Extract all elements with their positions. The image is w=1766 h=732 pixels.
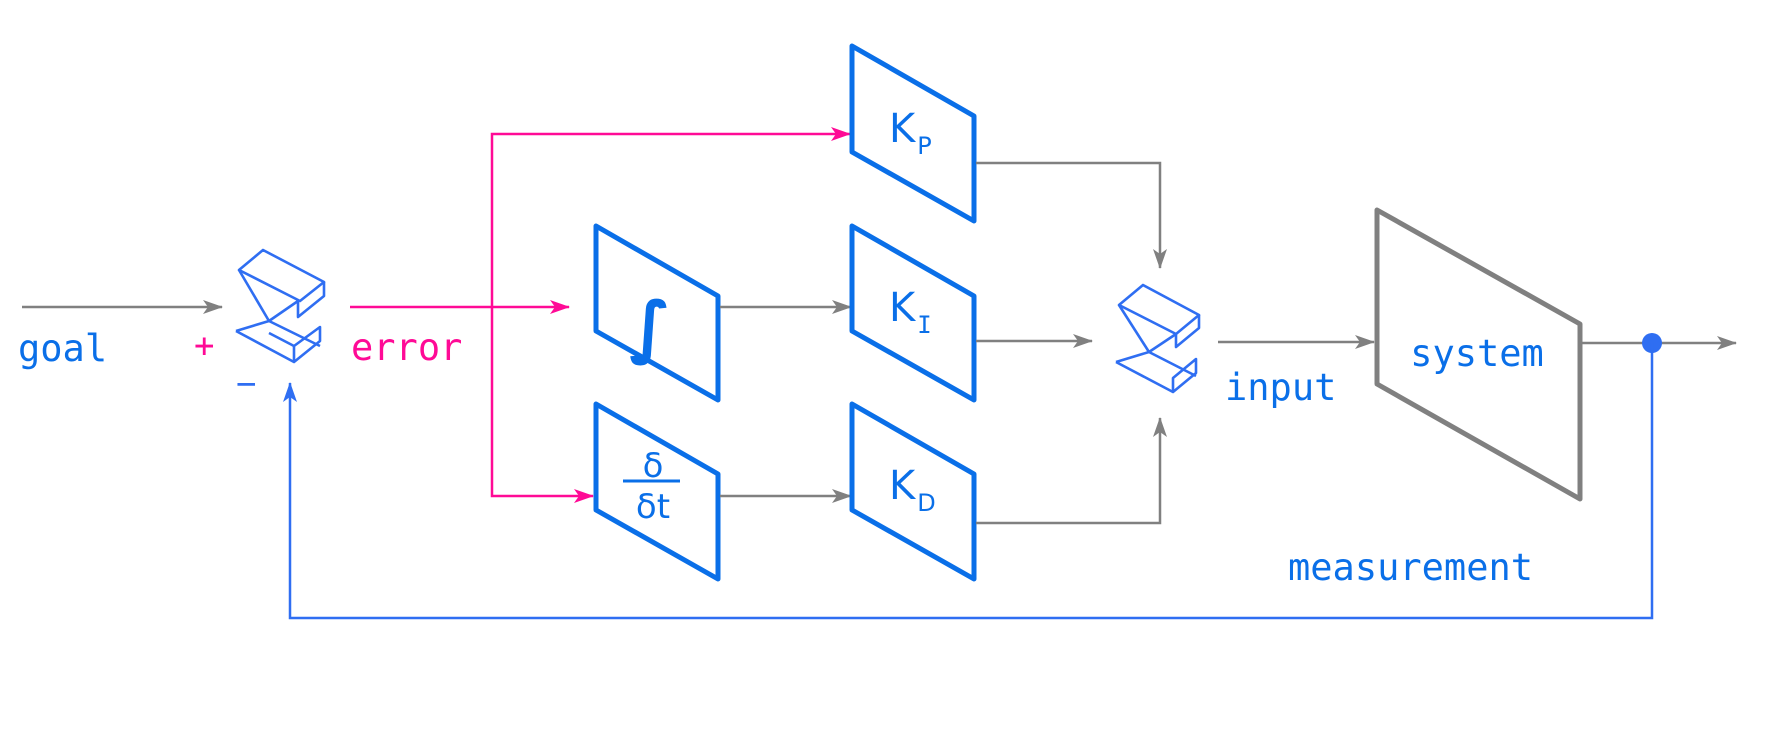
svg-text:KD: KD (889, 463, 936, 517)
derivative-icon: δ δt (623, 446, 680, 527)
sigma-icon (1115, 283, 1201, 394)
svg-text:KI: KI (889, 285, 932, 339)
system-label: system (1410, 332, 1544, 375)
measurement-label: measurement (1288, 546, 1533, 589)
derivative-numerator: δ (643, 446, 664, 486)
svg-text:KP: KP (889, 106, 932, 160)
error-to-derivative-wire (490, 307, 594, 503)
minus-sign: − (236, 364, 256, 404)
summing-junction-2 (1115, 283, 1201, 394)
plus-sign: + (194, 326, 214, 366)
sigma-icon (235, 248, 326, 364)
kd-block[interactable]: KD (849, 401, 977, 582)
ki-sub: I (917, 311, 931, 339)
integral-icon: ∫ (629, 288, 670, 367)
derivative-block[interactable]: δ δt (593, 401, 721, 582)
error-to-kp-wire (490, 127, 851, 307)
kp-block[interactable]: KP (849, 43, 977, 224)
kp-main: K (889, 106, 917, 152)
input-label: input (1225, 366, 1336, 409)
error-label: error (351, 326, 462, 369)
kd-to-sum-wire (976, 417, 1167, 525)
kd-sub: D (917, 489, 935, 517)
goal-label: goal (18, 327, 107, 370)
measurement-feedback-wire (283, 343, 1654, 620)
derivative-denominator: δt (636, 487, 670, 527)
system-block[interactable]: system (1374, 207, 1583, 502)
ki-block[interactable]: KI (849, 223, 977, 403)
summing-junction-1 (235, 248, 326, 364)
ki-main: K (889, 285, 917, 331)
integral-block[interactable]: ∫ (593, 223, 721, 403)
kp-sub: P (917, 132, 931, 160)
kd-main: K (889, 463, 917, 509)
kp-to-sum-wire (976, 161, 1167, 269)
